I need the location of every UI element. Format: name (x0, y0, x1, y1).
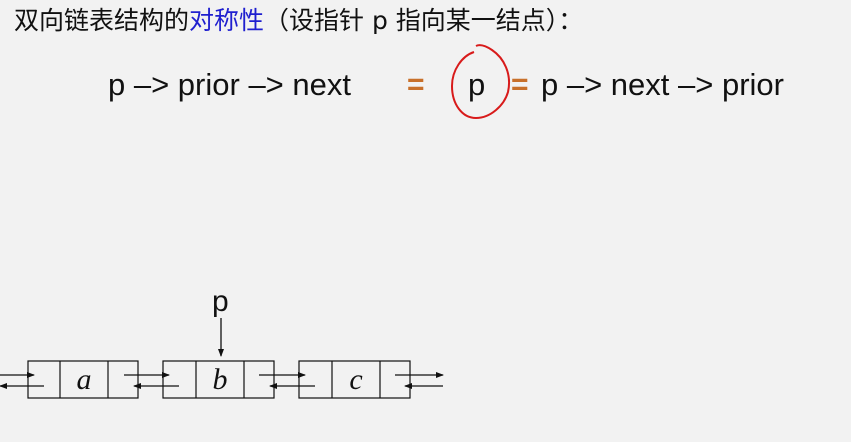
formula-lhs: p –> prior –> next (108, 67, 351, 102)
formula-middle: p (468, 67, 486, 102)
formula-equals-2: = (511, 68, 529, 101)
title-prefix: 双向链表结构的 (14, 6, 190, 35)
node-a-label: a (76, 363, 92, 396)
formula-equals-1: = (407, 68, 425, 101)
pointer-label: p (212, 285, 229, 318)
title-suffix: （设指针 p 指向某一结点）： (264, 6, 584, 35)
node-b-label: b (212, 363, 228, 396)
title-highlight: 对称性 (189, 6, 265, 35)
node-c-label: c (349, 363, 363, 396)
slide-title: 双向链表结构的对称性（设指针 p 指向某一结点）： (14, 4, 583, 38)
formula-rhs: p –> next –> prior (541, 67, 784, 102)
